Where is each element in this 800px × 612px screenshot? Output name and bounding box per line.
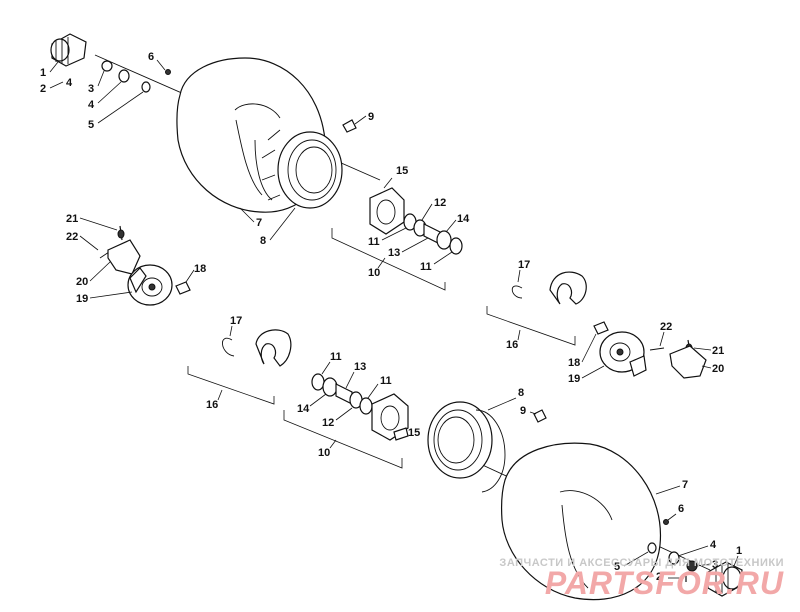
callout-7: 7 [256, 217, 262, 229]
nut-3b [686, 560, 698, 572]
pin-22b [649, 347, 665, 351]
tire-bottom [501, 442, 662, 601]
hub-cap [50, 33, 87, 67]
callout-16: 16 [206, 399, 218, 411]
callout-22: 22 [66, 231, 78, 243]
right-brake-assembly: 22 21 20 18 19 [568, 321, 724, 385]
spring-17b [222, 337, 235, 357]
callout-16: 16 [506, 339, 518, 351]
callout-2: 2 [40, 83, 46, 95]
washer-5 [141, 81, 151, 93]
callout-18: 18 [568, 357, 580, 369]
callout-5: 5 [614, 561, 620, 573]
callout-1: 1 [40, 67, 46, 79]
callout-17: 17 [518, 259, 530, 271]
callout-11: 11 [330, 351, 342, 363]
top-wheel-assembly: 1 2 4 3 4 5 6 7 8 9 [40, 33, 381, 247]
washer-4b [668, 551, 680, 565]
callout-19: 19 [568, 373, 580, 385]
rim-top [254, 129, 343, 209]
callout-6: 6 [678, 503, 684, 515]
callout-12: 12 [434, 197, 446, 209]
callout-3: 3 [88, 83, 94, 95]
callout-19: 19 [76, 293, 88, 305]
callout-17: 17 [230, 315, 242, 327]
callout-18: 18 [194, 263, 206, 275]
callout-8: 8 [260, 235, 266, 247]
callout-13: 13 [388, 247, 400, 259]
adjuster-18 [175, 281, 191, 295]
callout-20: 20 [76, 276, 88, 288]
left-brake-assembly: 21 22 20 19 18 [66, 213, 206, 306]
lower-hub-group: 11 13 11 14 12 15 10 [283, 351, 420, 469]
seal-11c [311, 373, 325, 391]
callout-11: 11 [380, 375, 392, 387]
lever-20 [107, 239, 141, 275]
lower-brake-shoes: 17 16 [187, 315, 292, 411]
callout-14: 14 [457, 213, 470, 225]
callout-10: 10 [368, 267, 380, 279]
lever-20b [669, 345, 707, 379]
nut-3 [101, 60, 113, 72]
callout-2: 2 [656, 571, 662, 583]
backing-plate-19 [127, 264, 173, 306]
washer-4 [118, 69, 130, 83]
shoe-16 [549, 271, 587, 305]
bottom-wheel-assembly: 8 9 7 6 4 3 5 2 1 [427, 387, 743, 601]
hub-15b [371, 393, 409, 441]
callout-7: 7 [682, 479, 688, 491]
bearing-14b [322, 377, 338, 397]
backing-plate-19b [599, 331, 647, 377]
callout-8: 8 [518, 387, 524, 399]
callout-20: 20 [712, 363, 724, 375]
callout-15: 15 [408, 427, 420, 439]
stud-9 [342, 119, 357, 133]
callout-12: 12 [322, 417, 334, 429]
callout-21: 21 [66, 213, 78, 225]
callout-4: 4 [88, 99, 95, 111]
seal-11b [449, 237, 463, 255]
callout-4: 4 [710, 539, 717, 551]
callout-9: 9 [520, 405, 526, 417]
adjuster-18b [593, 321, 609, 335]
valve-6b [663, 519, 669, 525]
callout-11: 11 [368, 236, 380, 248]
valve-6 [165, 69, 171, 75]
hub-15 [369, 187, 405, 235]
callout-11: 11 [420, 261, 432, 273]
rim-bottom [427, 401, 506, 493]
callout-10: 10 [318, 447, 330, 459]
top-hub-group: 15 12 14 11 13 11 10 [331, 165, 470, 291]
callout-3: 3 [712, 559, 718, 571]
callout-1: 1 [736, 545, 742, 557]
seal-11d [359, 397, 373, 415]
hub-cap-b [707, 561, 743, 597]
callout-15: 15 [396, 165, 408, 177]
callout-14: 14 [297, 403, 310, 415]
callout-5: 5 [88, 119, 94, 131]
bearing-14 [436, 230, 452, 250]
stud-9b [533, 409, 547, 423]
washer-5b [647, 542, 657, 554]
callout-21: 21 [712, 345, 724, 357]
callout-9: 9 [368, 111, 374, 123]
callout-13: 13 [354, 361, 366, 373]
callout-6: 6 [148, 51, 154, 63]
shoe-16b [255, 329, 292, 367]
callout-22: 22 [660, 321, 672, 333]
upper-brake-shoes: 17 16 [486, 259, 587, 351]
callout-4: 4 [66, 77, 73, 89]
spring-17 [511, 285, 523, 299]
